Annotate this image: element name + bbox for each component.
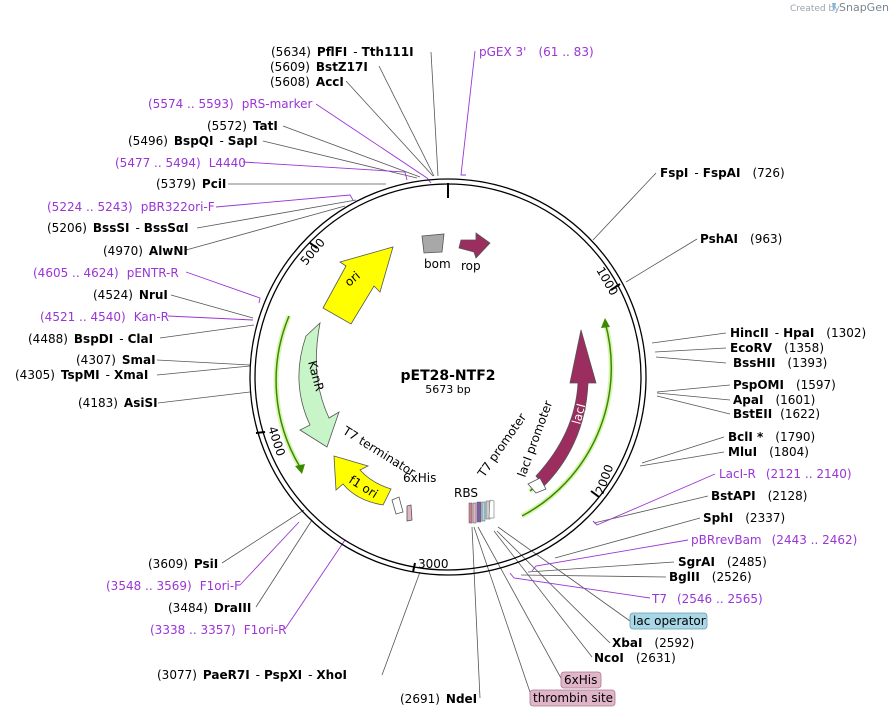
enzyme-name: PflFI (317, 45, 347, 59)
scale-ticks (255, 242, 621, 573)
svg-text:BstAPI(2128): BstAPI(2128) (711, 489, 807, 503)
svg-text:6xHis: 6xHis (564, 673, 597, 687)
svg-text:T7(2546 .. 2565): T7(2546 .. 2565) (651, 592, 763, 606)
snapgene-logo-icon (832, 3, 836, 12)
lac-operator-box: lac operator (629, 612, 708, 630)
tick-1000: 1000 (593, 265, 620, 298)
svg-text:lac operator: lac operator (633, 614, 706, 628)
bom-label: bom (424, 257, 451, 271)
svg-text:EcoRV(1358): EcoRV(1358) (730, 341, 824, 355)
kanr-arrow (298, 321, 340, 448)
enzyme-pos: (5634) (271, 45, 311, 59)
bom-box (421, 233, 445, 254)
primer-labels: pGEX 3'(61 .. 83) (5574 .. 5593)pRS-mark… (33, 45, 857, 637)
svg-text:SphI(2337): SphI(2337) (703, 511, 785, 525)
svg-text:(4488)BspDI-ClaI: (4488)BspDI-ClaI (28, 332, 153, 346)
svg-text:(5572)TatI: (5572)TatI (207, 119, 278, 133)
plasmid-length: 5673 bp (425, 383, 470, 396)
left-enzyme-labels: (5634)PflFI-Tth111I (5609)BstZ17I (5608)… (15, 45, 477, 706)
svg-text:(5477 .. 5494)L4440: (5477 .. 5494)L4440 (115, 156, 246, 170)
right-enzyme-labels: FspI-FspAI(726) PshAI(963) HincII-HpaI(1… (594, 166, 866, 665)
svg-text:(4605 .. 4624)pENTR-R: (4605 .. 4624)pENTR-R (33, 266, 179, 280)
svg-text:NcoI(2631): NcoI(2631) (594, 651, 676, 665)
svg-text:(4183)AsiSI: (4183)AsiSI (78, 396, 158, 410)
f1ori-arrow (333, 455, 392, 506)
primer-pgex3-name: pGEX 3' (479, 45, 526, 59)
backbone-outer (249, 178, 647, 576)
his-inner-label: 6xHis (403, 471, 436, 485)
svg-text:(3609)PsiI: (3609)PsiI (148, 557, 218, 571)
his-tag-shape (406, 504, 413, 522)
svg-text:PshAI(963): PshAI(963) (700, 232, 782, 246)
svg-text:LacI-R(2121 .. 2140): LacI-R(2121 .. 2140) (719, 467, 852, 481)
svg-text:(5574 .. 5593)pRS-marker: (5574 .. 5593)pRS-marker (148, 97, 312, 111)
plasmid-name: pET28-NTF2 (401, 368, 496, 384)
svg-text:(4305)TspMI-XmaI: (4305)TspMI-XmaI (15, 368, 148, 382)
svg-text:(4524)NruI: (4524)NruI (93, 288, 168, 302)
rbs-label: RBS (454, 486, 478, 500)
svg-text:BstEII(1622): BstEII(1622) (733, 407, 820, 421)
svg-text:pBRrevBam(2443 .. 2462): pBRrevBam(2443 .. 2462) (691, 533, 857, 547)
primer-lines (167, 50, 716, 630)
svg-text:FspI-FspAI(726): FspI-FspAI(726) (660, 166, 785, 180)
svg-text:(5206)BssSI-BssSαI: (5206)BssSI-BssSαI (47, 221, 189, 235)
svg-text:(4307)SmaI: (4307)SmaI (76, 353, 156, 367)
svg-text:(5609)BstZ17I: (5609)BstZ17I (270, 60, 368, 74)
svg-text:(4521 .. 4540)Kan-R: (4521 .. 4540)Kan-R (40, 310, 169, 324)
svg-text:(3484)DraIII: (3484)DraIII (168, 601, 251, 615)
tick-5000: 5000 (298, 236, 328, 268)
svg-text:thrombin site: thrombin site (533, 691, 613, 705)
t7-terminator-shape (391, 496, 404, 515)
thrombin-site-box: thrombin site (529, 689, 616, 707)
svg-text:(4970)AlwNI: (4970)AlwNI (103, 244, 188, 258)
laci-label: lacI (569, 402, 588, 426)
ori-arrow (322, 246, 394, 325)
svg-text:BglII(2526): BglII(2526) (669, 570, 752, 584)
created-by-text: Created by (790, 4, 840, 14)
svg-text:HincII-HpaI(1302): HincII-HpaI(1302) (730, 326, 866, 340)
svg-text:pGEX 3'(61 .. 83): pGEX 3'(61 .. 83) (479, 45, 594, 59)
svg-text:(5634)PflFI-Tth111I: (5634)PflFI-Tth111I (271, 45, 414, 59)
svg-text:ApaI(1601): ApaI(1601) (733, 393, 815, 407)
svg-text:MluI(1804): MluI(1804) (728, 445, 809, 459)
svg-text:(5379)PciI: (5379)PciI (156, 177, 226, 191)
tick-3000: 3000 (418, 557, 449, 571)
svg-text:SgrAI(2485): SgrAI(2485) (678, 555, 767, 569)
svg-text:BclI *(1790): BclI *(1790) (728, 430, 815, 444)
svg-text:PspOMI(1597): PspOMI(1597) (733, 378, 836, 392)
svg-text:(5608)AccI: (5608)AccI (270, 75, 344, 89)
rop-arrow (458, 232, 491, 259)
svg-text:(5496)BspQI-SapI: (5496)BspQI-SapI (128, 134, 258, 148)
promoter-cluster (468, 499, 495, 524)
connector-lines (156, 51, 731, 699)
svg-text:XbaI(2592): XbaI(2592) (612, 636, 694, 650)
laci-promoter-arrow (527, 477, 547, 494)
laci-arrow (535, 329, 597, 487)
svg-text:(5224 .. 5243)pBR322ori-F: (5224 .. 5243)pBR322ori-F (47, 200, 215, 214)
svg-text:(3338 .. 3357)F1ori-R: (3338 .. 3357)F1ori-R (150, 623, 287, 637)
svg-text:(3077)PaeR7I-PspXI-XhoI: (3077)PaeR7I-PspXI-XhoI (157, 668, 347, 682)
tick-2000: 2000 (593, 463, 617, 496)
his-tag-box: 6xHis (560, 671, 602, 689)
svg-text:(2691)NdeI: (2691)NdeI (400, 692, 477, 706)
rop-label: rop (461, 259, 481, 273)
svg-text:BssHII(1393): BssHII(1393) (733, 356, 827, 370)
snapgene-brand: SnapGene (839, 1, 889, 14)
svg-text:(3548 .. 3569)F1ori-F: (3548 .. 3569)F1ori-F (106, 579, 241, 593)
